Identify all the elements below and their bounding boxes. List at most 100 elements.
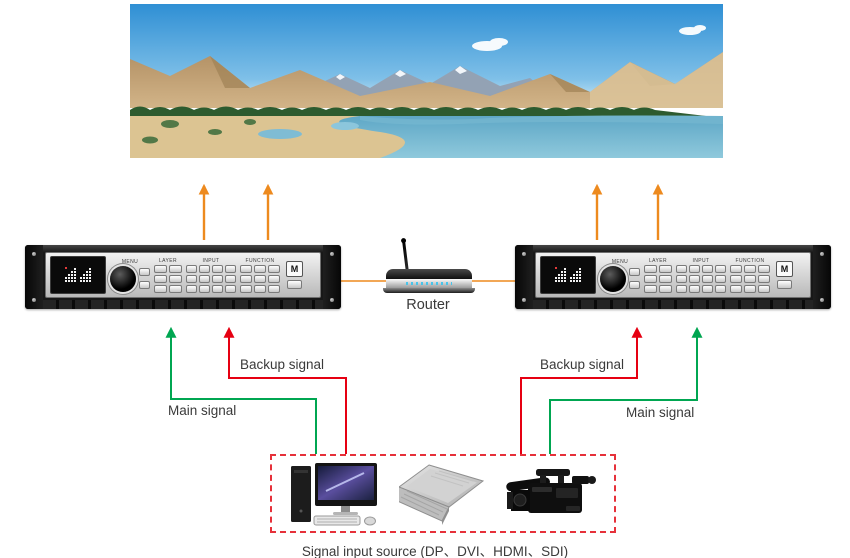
front-panel: MENU LAYER INPUT FUNCTION M	[535, 252, 811, 298]
panel-button	[154, 274, 167, 283]
lcd-logo	[65, 267, 91, 282]
tree-line	[130, 106, 723, 118]
panel-button	[186, 284, 197, 293]
function-section: FUNCTION	[730, 258, 770, 293]
function-section-label: FUNCTION	[245, 257, 275, 264]
video-processor-right: MENU LAYER INPUT FUNCTION M	[515, 245, 831, 309]
panel-button	[676, 274, 687, 283]
layer-section: LAYER	[644, 258, 672, 293]
panel-button	[715, 264, 726, 273]
backup-signal-label-left: Backup signal	[240, 357, 325, 372]
router	[383, 239, 475, 295]
input-buttons	[186, 264, 236, 293]
panel-button	[730, 284, 742, 293]
pool	[331, 122, 359, 130]
panel-button	[689, 274, 700, 283]
input-section: INPUT	[676, 258, 726, 293]
camcorder-icon	[506, 468, 597, 513]
menu-section-label: MENU	[121, 258, 139, 265]
brand-logo: M	[776, 261, 793, 277]
panel-button	[169, 264, 182, 273]
input-buttons	[676, 264, 726, 293]
panel-button	[659, 264, 672, 273]
screw-icon	[330, 252, 334, 256]
panel-button	[659, 274, 672, 283]
main-signal-line-left	[165, 326, 317, 455]
landscape-photo	[130, 4, 723, 158]
river	[339, 116, 723, 158]
panel-button	[268, 264, 280, 273]
input-section-label: INPUT	[692, 257, 710, 264]
panel-button	[758, 264, 770, 273]
layer-section: LAYER	[154, 258, 182, 293]
main-signal-label-left: Main signal	[168, 403, 237, 418]
backup-signal-line-right	[520, 326, 643, 455]
menu-section-label: MENU	[611, 258, 629, 265]
panel-button	[199, 264, 210, 273]
laptop-icon	[398, 463, 485, 525]
mountains	[130, 52, 723, 108]
panel-button	[744, 284, 756, 293]
panel-button	[154, 264, 167, 273]
layer-buttons	[154, 264, 182, 293]
device-lcd-screen	[540, 256, 596, 294]
panel-button	[225, 264, 236, 273]
panel-button	[254, 264, 266, 273]
menu-section: MENU	[600, 259, 640, 292]
input-section-label: INPUT	[202, 257, 220, 264]
panel-button	[689, 264, 700, 273]
panel-button	[702, 264, 713, 273]
panel-button	[676, 264, 687, 273]
function-buttons	[240, 264, 280, 293]
panel-button	[676, 284, 687, 293]
desktop-computer-icon	[290, 462, 377, 525]
signal-source-box	[270, 454, 616, 533]
panel-button	[268, 284, 280, 293]
brand-logo: M	[286, 261, 303, 277]
vent-strip	[533, 300, 813, 309]
panel-button	[186, 274, 197, 283]
screw-icon	[522, 298, 526, 302]
lcd-logo	[555, 267, 581, 282]
clouds	[472, 25, 706, 51]
main-signal-label-right: Main signal	[626, 405, 695, 420]
ok-button	[629, 268, 640, 276]
panel-button	[212, 274, 223, 283]
ok-button	[139, 268, 150, 276]
source-caption: Signal input source (DP、DVI、HDMI、SDI)	[301, 544, 569, 558]
panel-button	[186, 264, 197, 273]
front-panel: MENU LAYER INPUT FUNCTION M	[45, 252, 321, 298]
screw-icon	[32, 298, 36, 302]
panel-button	[225, 284, 236, 293]
function-section: FUNCTION	[240, 258, 280, 293]
rack-ear	[813, 245, 831, 309]
panel-button	[644, 284, 657, 293]
rack-ear	[323, 245, 341, 309]
vent-strip	[43, 300, 323, 309]
esc-button	[629, 281, 640, 289]
function-section-label: FUNCTION	[735, 257, 765, 264]
main-signal-line-right	[549, 326, 703, 455]
panel-button	[644, 274, 657, 283]
input-section: INPUT	[186, 258, 236, 293]
panel-button	[154, 284, 167, 293]
layer-section-label: LAYER	[648, 257, 668, 264]
panel-button	[240, 284, 252, 293]
panel-button	[199, 284, 210, 293]
screw-icon	[32, 252, 36, 256]
panel-button	[644, 264, 657, 273]
menu-section: MENU	[110, 259, 150, 292]
menu-knob	[600, 265, 626, 292]
screw-icon	[522, 252, 526, 256]
panel-button	[240, 264, 252, 273]
backup-signal-line-left	[223, 326, 347, 455]
panel-button	[744, 274, 756, 283]
router-label: Router	[406, 297, 450, 313]
panel-button	[659, 284, 672, 293]
menu-knob	[110, 265, 136, 292]
power-button	[777, 280, 792, 289]
panel-button	[254, 284, 266, 293]
layer-buttons	[644, 264, 672, 293]
panel-button	[169, 274, 182, 283]
